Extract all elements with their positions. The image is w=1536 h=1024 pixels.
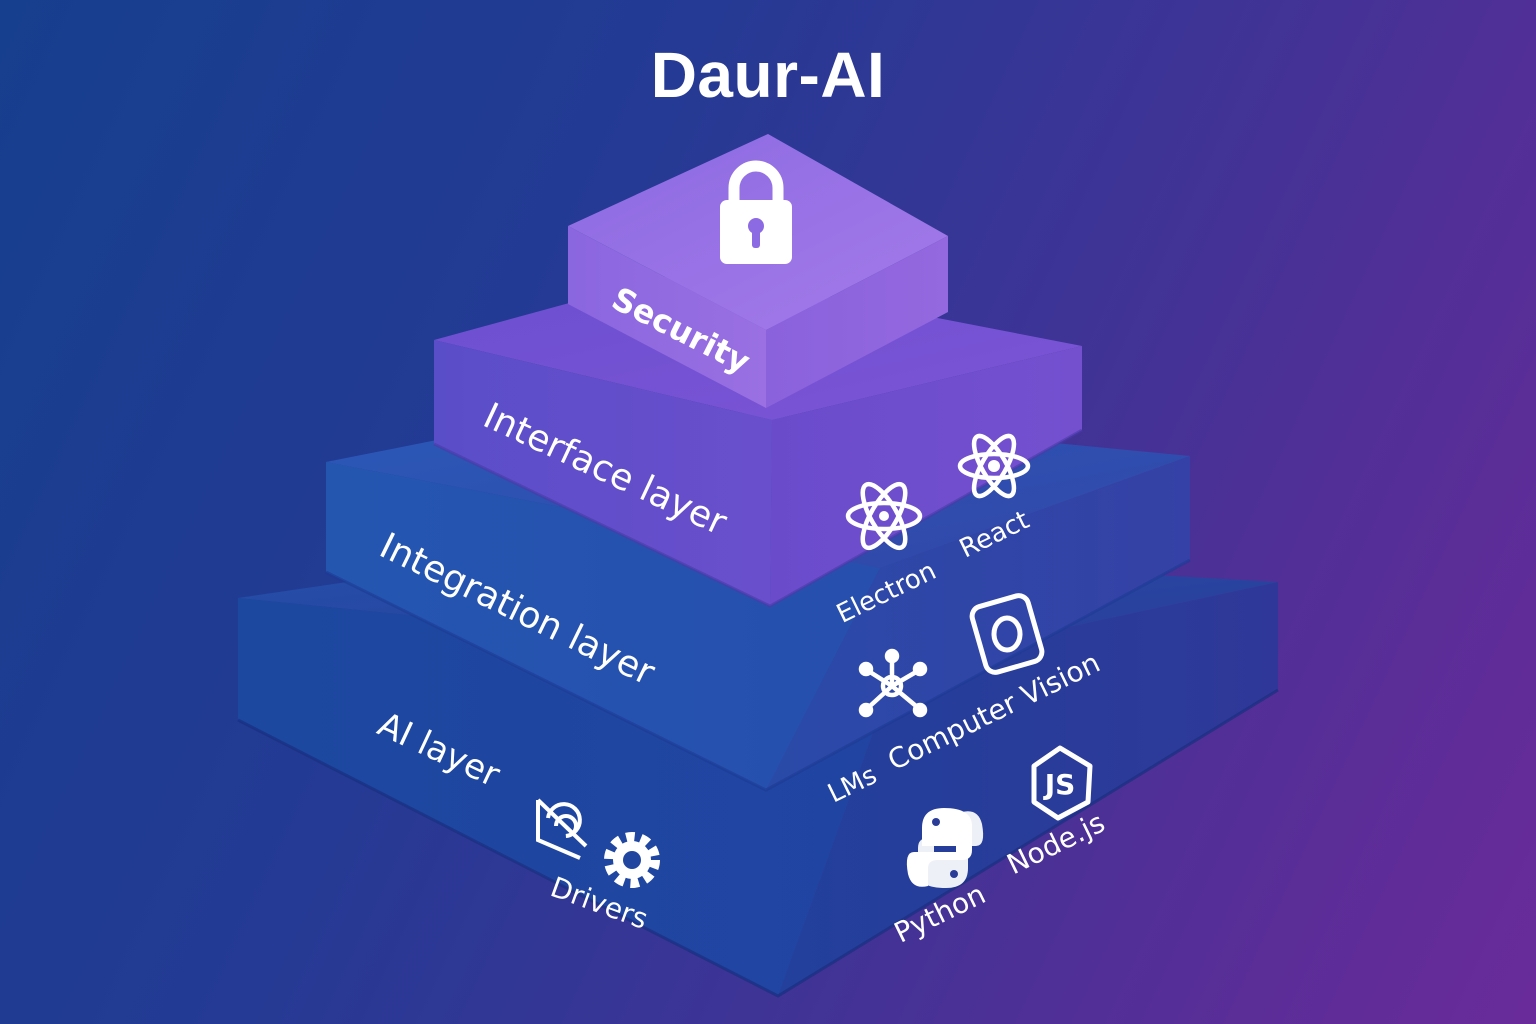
- lock-icon: [720, 160, 792, 264]
- network-icon: [858, 648, 928, 718]
- nodejs-icon: JS: [1031, 745, 1093, 821]
- python-icon: [906, 808, 984, 888]
- gear-icon: [604, 832, 660, 888]
- react-icon: [957, 433, 1031, 499]
- security-layer-right-face: [766, 236, 948, 408]
- interface-layer-right-face: [770, 346, 1082, 606]
- interface-layer-left-face: [434, 340, 772, 606]
- svg-text:JS: JS: [1043, 768, 1076, 801]
- driver-chip-icon: [536, 798, 588, 860]
- security-layer-left-face: [568, 226, 766, 408]
- electron-icon: [845, 481, 923, 551]
- page-title: Daur-AI: [650, 39, 886, 111]
- camera-icon: [969, 593, 1045, 675]
